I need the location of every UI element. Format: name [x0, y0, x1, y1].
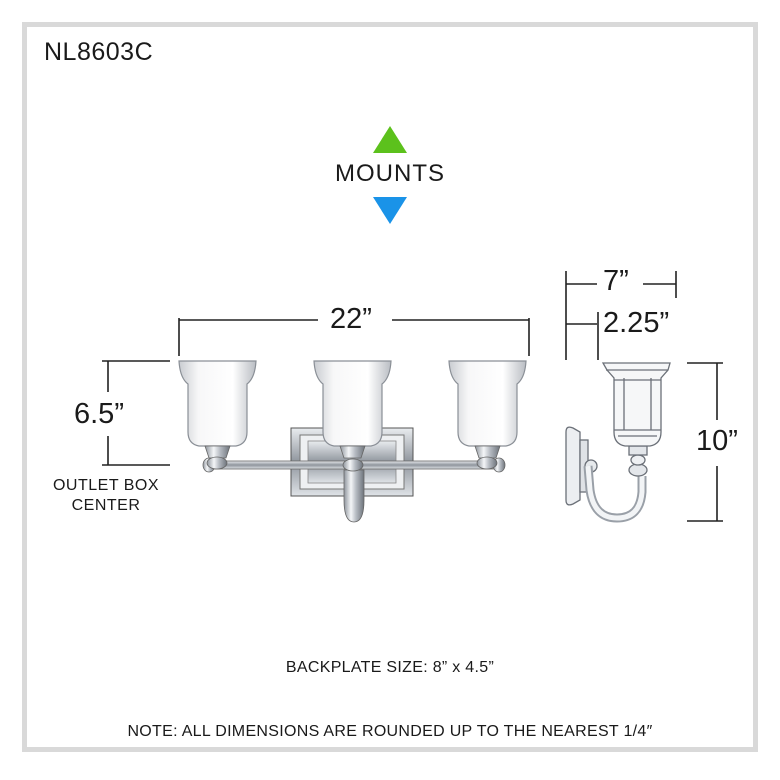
mount-down-arrow-icon	[373, 197, 407, 224]
side-height-dimension-line	[687, 362, 723, 522]
outlet-box-label-line-2: CENTER	[71, 497, 141, 514]
depth-dimension-label: 7”	[603, 265, 629, 297]
backplate-size-label: BACKPLATE SIZE: 8” x 4.5”	[285, 659, 495, 676]
center-shade	[313, 360, 392, 472]
side-height-dimension-label: 10”	[696, 425, 738, 457]
width-dimension-label: 22”	[330, 303, 372, 335]
depth-dimension-line	[565, 271, 677, 360]
left-shade	[178, 360, 257, 470]
width-dimension-line	[178, 318, 530, 356]
diagram-frame	[22, 22, 758, 752]
mount-up-arrow-icon	[373, 126, 407, 153]
height-dimension-line	[102, 360, 170, 466]
backplate-depth-dimension-label: 2.25”	[603, 307, 670, 339]
outlet-box-label: OUTLET BOX CENTER	[40, 476, 172, 516]
mounts-label: MOUNTS	[335, 160, 445, 187]
right-shade	[448, 360, 527, 470]
glass-shades	[178, 360, 527, 472]
model-number: NL8603C	[44, 38, 154, 66]
backplate-depth-dimension-line	[566, 312, 599, 360]
rounding-note: NOTE: ALL DIMENSIONS ARE ROUNDED UP TO T…	[127, 723, 653, 740]
height-dimension-label: 6.5”	[74, 398, 124, 430]
side-profile	[565, 362, 671, 523]
outlet-box-label-line-1: OUTLET BOX	[52, 477, 160, 494]
